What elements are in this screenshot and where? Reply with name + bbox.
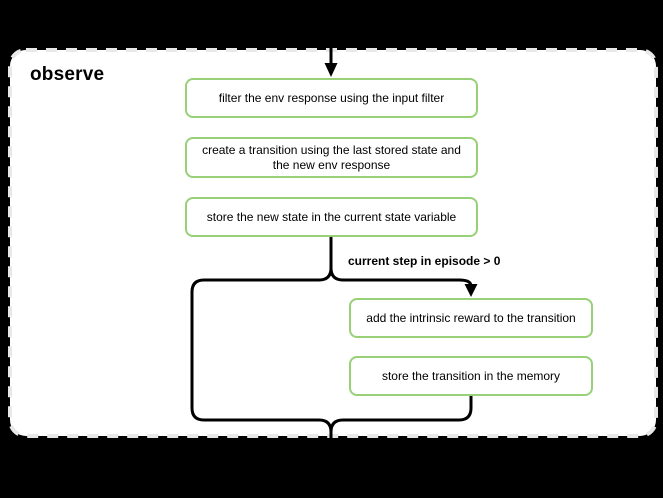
node-store-transition: store the transition in the memory [349,356,593,396]
edge-skip-branch [190,237,333,472]
edge-condition-label: current step in episode > 0 [348,254,501,268]
group-title: observe [30,64,105,85]
arrow-down-icon [464,284,478,297]
edge-condition-branch [329,267,473,287]
arrow-down-icon [324,63,338,77]
edge-merge-branch [329,396,473,433]
observe-group-container [8,48,658,438]
node-filter-env-response: filter the env response using the input … [185,78,478,118]
node-create-transition: create a transition using the last store… [185,137,478,178]
node-store-new-state: store the new state in the current state… [185,197,478,237]
node-add-intrinsic-reward: add the intrinsic reward to the transiti… [349,298,593,338]
